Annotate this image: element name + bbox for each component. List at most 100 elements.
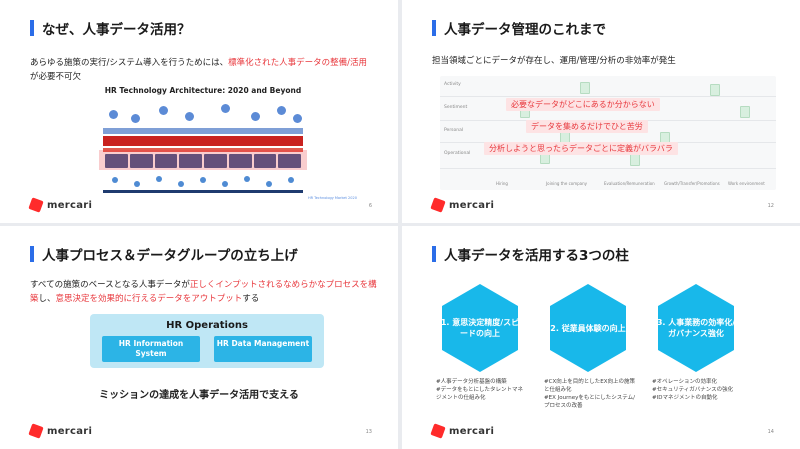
pain-point-label: データを集めるだけでひと苦労 — [526, 120, 648, 133]
person-icon — [293, 114, 302, 123]
figure-cell — [129, 154, 153, 168]
figure-cell — [228, 154, 252, 168]
row-label: Personal — [444, 128, 464, 133]
person-icon — [221, 104, 230, 113]
slide-why-hr-data[interactable]: なぜ、人事データ活用？ あらゆる施策の実行/システム導入を行うためには、標準化さ… — [0, 0, 398, 223]
pillar-hexagon: 2. 従業員体験の向上 — [548, 282, 628, 374]
brand-name: mercari — [47, 425, 93, 437]
pain-point-label: 必要なデータがどこにあるか分からない — [506, 98, 660, 111]
data-doc-icon — [580, 82, 590, 94]
data-silo-diagram: Activity Sentiment Personal Operational … — [440, 76, 776, 190]
data-doc-icon — [710, 84, 720, 96]
column-label: Growth/Transfer/Promotions — [664, 181, 720, 186]
data-doc-icon — [740, 106, 750, 118]
person-icon — [159, 106, 168, 115]
brand-name: mercari — [449, 199, 495, 211]
mercari-logo-icon — [430, 197, 446, 213]
pillar-notes: #人事データ分析基盤の構築 #データをもとにしたタレントマネジメントの仕組み化 — [436, 379, 523, 401]
slide-title: 人事データ管理のこれまで — [444, 22, 606, 38]
column-label: Hiring — [496, 181, 508, 186]
mercari-logo: mercari — [430, 423, 495, 439]
pillar-notes: #CX向上を目的としたEX向上の施策と仕組み化 #EX Journeyをもとにし… — [544, 379, 635, 409]
pillar-notes: #オペレーションの効率化 #セキュリティガバナンスの強化 #IDマネジメントの自… — [652, 379, 734, 401]
slide-title-row: 人事データ管理のこれまで — [432, 18, 606, 38]
hr-architecture-figure: HR Technology Architecture: 2020 and Bey… — [97, 86, 309, 200]
slide-three-pillars[interactable]: 人事データを活用する3つの柱 1. 意思決定精度/スピードの向上 2. 従業員体… — [402, 226, 800, 449]
slide-title-row: 人事データを活用する3つの柱 — [432, 244, 629, 264]
hexagon-shape — [658, 284, 734, 372]
figure-band — [103, 128, 303, 134]
mercari-logo-icon — [28, 423, 44, 439]
pillar-label: 3. 人事業務の効率化/ガバナンス強化 — [656, 318, 736, 338]
hr-data-management-box: HR Data Management — [214, 336, 312, 362]
figure-highlight — [99, 150, 307, 170]
mercari-logo-icon — [28, 197, 44, 213]
pillar-label: 1. 意思決定精度/スピードの向上 — [440, 318, 520, 338]
desc-text: し、 — [38, 294, 56, 304]
slide-title-row: なぜ、人事データ活用？ — [30, 18, 191, 38]
person-icon — [277, 106, 286, 115]
slide-title: 人事プロセス＆データグループの立ち上げ — [42, 248, 298, 264]
hr-operations-title: HR Operations — [166, 320, 248, 331]
title-accent-bar — [432, 20, 436, 36]
person-icon — [131, 114, 140, 123]
brand-name: mercari — [47, 199, 93, 211]
mercari-logo: mercari — [28, 423, 93, 439]
figure-band — [103, 136, 303, 146]
figure-people-row — [101, 100, 305, 126]
figure-cells — [105, 154, 301, 168]
row-label: Sentiment — [444, 105, 468, 110]
page-number: 14 — [767, 429, 774, 435]
desc-emphasis: 正しくインプットされるなめらかなプロセスを構築 — [30, 280, 377, 304]
slide-title: なぜ、人事データ活用？ — [42, 22, 191, 38]
pillar-hexagon: 3. 人事業務の効率化/ガバナンス強化 — [656, 282, 736, 374]
desc-text: あらゆる施策の実行/システム導入を行うためには、 — [30, 58, 229, 68]
hr-information-system-box: HR Information System — [102, 336, 200, 362]
title-accent-bar — [30, 246, 34, 262]
title-accent-bar — [432, 246, 436, 262]
desc-text: が必要不可欠 — [30, 72, 82, 82]
figure-cell — [204, 154, 227, 168]
data-doc-icon — [630, 154, 640, 166]
page-number: 13 — [365, 429, 372, 435]
figure-cell — [253, 154, 277, 168]
figure-title: HR Technology Architecture: 2020 and Bey… — [104, 86, 302, 95]
mercari-logo: mercari — [430, 197, 495, 213]
column-label: Work environment — [728, 181, 765, 186]
person-icon — [185, 112, 194, 121]
mercari-logo-icon — [430, 423, 446, 439]
figure-cell — [105, 154, 128, 168]
figure-cell — [179, 154, 202, 168]
figure-people-bottom — [103, 176, 303, 193]
column-label: Evaluation/Remuneration — [604, 181, 655, 186]
slide-description: あらゆる施策の実行/システム導入を行うためには、標準化された人事データの整備/活… — [30, 56, 370, 84]
row-divider — [440, 96, 776, 97]
slide-hr-data-management-history[interactable]: 人事データ管理のこれまで 担当領域ごとにデータが存在し、運用/管理/分析の非効率… — [402, 0, 800, 223]
title-accent-bar — [30, 20, 34, 36]
slide-title: 人事データを活用する3つの柱 — [444, 248, 629, 264]
column-label: Joining the company — [546, 181, 588, 186]
desc-text: する — [242, 294, 260, 304]
desc-emphasis: 標準化された人事データの整備/活用 — [228, 58, 367, 68]
slide-description: すべての施策のベースとなる人事データが正しくインプットされるなめらかなプロセスを… — [30, 278, 380, 306]
row-label: Operational — [444, 151, 471, 156]
mercari-logo: mercari — [28, 197, 93, 213]
brand-name: mercari — [449, 425, 495, 437]
mission-statement: ミッションの達成を人事データ活用で支える — [99, 390, 299, 401]
figure-caption[interactable]: HR Technology Market 2020 — [308, 196, 357, 200]
slide-description: 担当領域ごとにデータが存在し、運用/管理/分析の非効率が発生 — [432, 56, 676, 66]
person-icon — [109, 110, 118, 119]
figure-cell — [278, 154, 301, 168]
slide-title-row: 人事プロセス＆データグループの立ち上げ — [30, 244, 298, 264]
slide-hr-process-data-group[interactable]: 人事プロセス＆データグループの立ち上げ すべての施策のベースとなる人事データが正… — [0, 226, 398, 449]
pillar-hexagon: 1. 意思決定精度/スピードの向上 — [440, 282, 520, 374]
person-icon — [251, 112, 260, 121]
pillar-label: 2. 従業員体験の向上 — [550, 323, 626, 333]
page-number: 12 — [767, 203, 774, 209]
pain-point-label: 分析しようと思ったらデータごとに定義がバラバラ — [484, 142, 678, 155]
row-divider — [440, 168, 776, 169]
hexagon-shape — [442, 284, 518, 372]
figure-cell — [154, 154, 178, 168]
hr-operations-box: HR Operations HR Information System HR D… — [90, 314, 324, 368]
page-number: 6 — [368, 203, 372, 209]
